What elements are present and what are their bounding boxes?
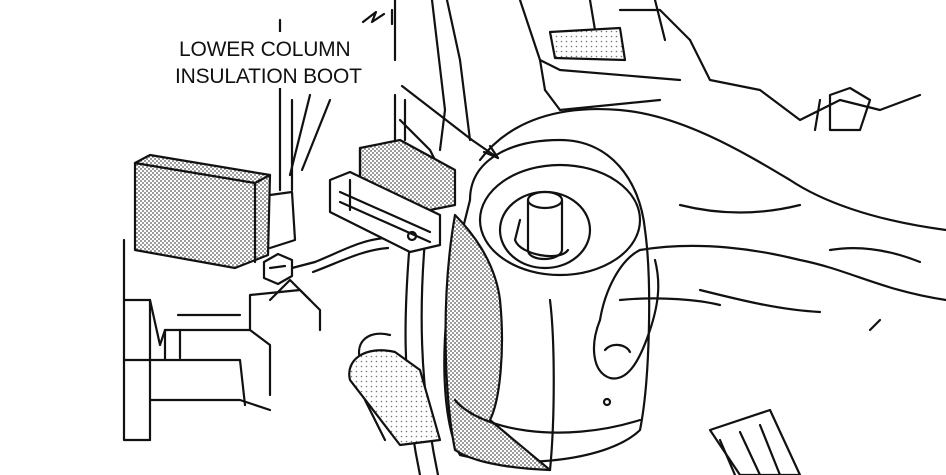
vent-bracket [548,26,872,132]
lower-column-insulation-boot [348,138,651,472]
relay-module [133,153,297,270]
callout-leader-line [400,84,500,160]
brake-pedal [708,408,802,475]
callout-arrow [482,144,500,160]
technician-hand [478,108,946,380]
electrical-connector [328,138,457,254]
callout-label-line2: INSULATION BOOT [175,65,362,88]
ground-bolt [262,252,317,286]
orientation-mark [361,8,394,26]
callout-label-line1: LOWER COLUMN [179,38,350,61]
callout-label-background [174,32,392,88]
column-support-lines [288,93,447,182]
